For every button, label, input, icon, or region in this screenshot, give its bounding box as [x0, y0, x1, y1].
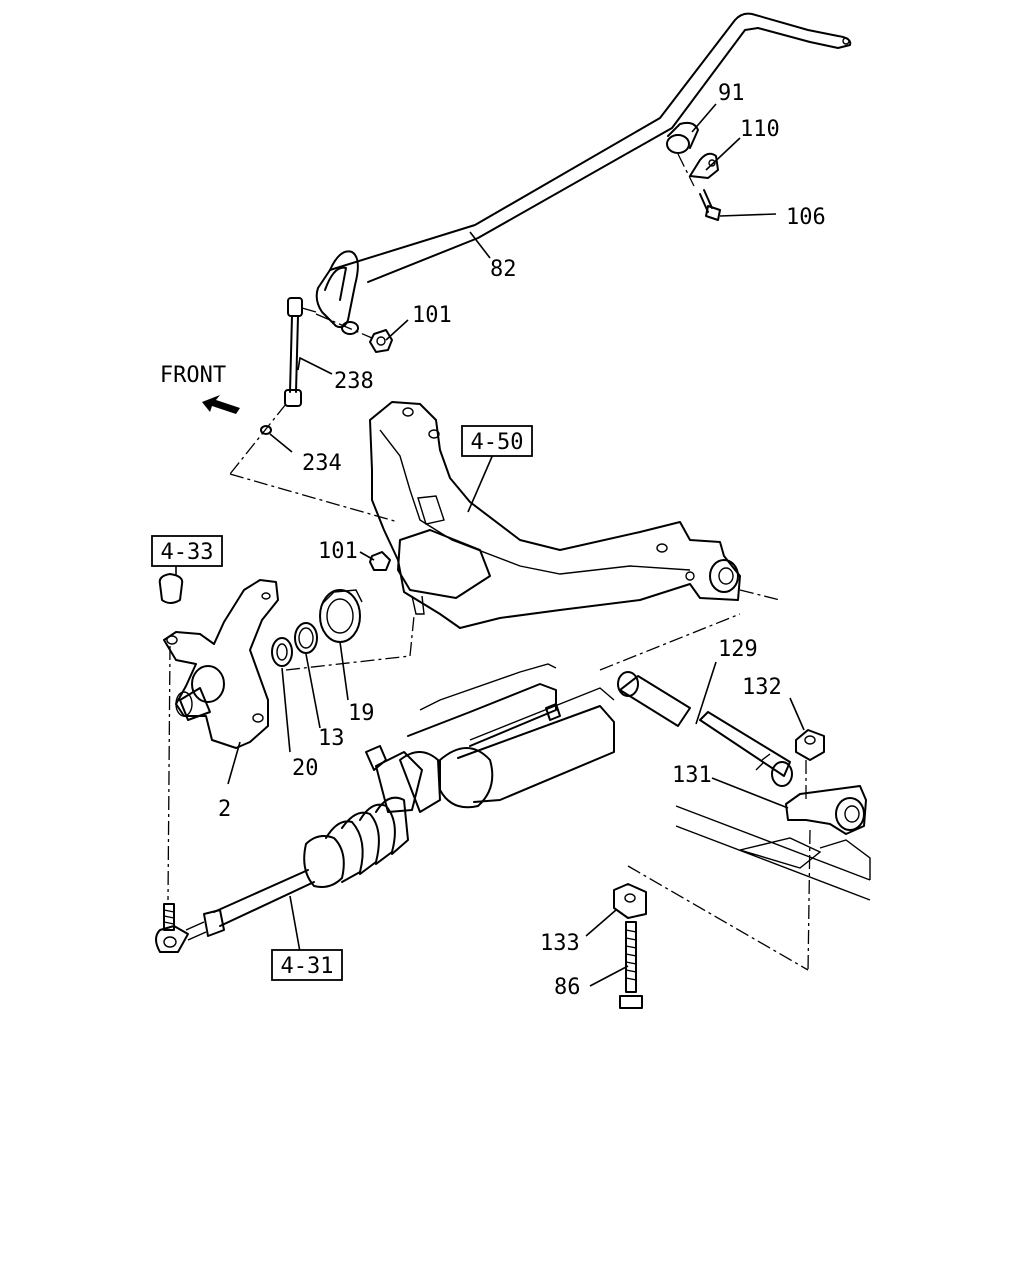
frame-bracket [599, 613, 871, 973]
reference-label-4-31: 4-31 [281, 954, 334, 979]
bracket-110 [689, 152, 719, 179]
bushing-91 [666, 121, 699, 154]
part-number-131: 131 [672, 763, 712, 788]
reference-box-4-33[interactable]: 4-33 [151, 535, 223, 567]
stabilizer-link-238 [284, 297, 317, 407]
seal-19 [319, 589, 363, 643]
bracket-133 [613, 883, 647, 919]
washer-234 [260, 425, 272, 435]
part-number-110: 110 [740, 117, 780, 142]
shaft-129 [617, 671, 793, 787]
front-arrow-icon [202, 395, 240, 414]
stabilizer-bar [315, 12, 852, 329]
part-number-91: 91 [718, 81, 745, 106]
link-bushing [341, 321, 359, 335]
part-number-86: 86 [554, 975, 581, 1000]
bolt-86 [619, 921, 643, 1009]
part-number-2: 2 [218, 797, 231, 822]
steering-gear [155, 663, 615, 953]
part-number-13: 13 [318, 726, 345, 751]
part-number-101-mid: 101 [318, 539, 358, 564]
reference-label-4-50: 4-50 [471, 430, 524, 455]
nut-101-top [369, 329, 393, 353]
part-number-19: 19 [348, 701, 375, 726]
part-number-132: 132 [742, 675, 782, 700]
part-number-106: 106 [786, 205, 826, 230]
part-number-238: 238 [334, 369, 374, 394]
part-number-129: 129 [718, 637, 758, 662]
nut-101-mid [369, 551, 391, 571]
tie-rod-end-bolt [163, 903, 175, 931]
part-number-133: 133 [540, 931, 580, 956]
leader-lines [175, 103, 805, 987]
clamp-131 [785, 785, 867, 835]
part-number-101-top: 101 [412, 303, 452, 328]
part-number-20: 20 [292, 756, 319, 781]
nut-132 [795, 729, 825, 761]
reference-label-4-33: 4-33 [161, 540, 214, 565]
ball-joint-cap [158, 573, 184, 604]
part-number-234: 234 [302, 451, 342, 476]
crossmember [369, 401, 741, 629]
bearing-20 [271, 637, 293, 667]
knuckle-2 [163, 579, 279, 749]
bolt-106 [699, 189, 721, 221]
reference-box-4-50[interactable]: 4-50 [461, 425, 533, 457]
front-label: FRONT [160, 363, 226, 388]
part-number-82: 82 [490, 257, 517, 282]
reference-box-4-31[interactable]: 4-31 [271, 949, 343, 981]
ring-13 [294, 622, 318, 654]
